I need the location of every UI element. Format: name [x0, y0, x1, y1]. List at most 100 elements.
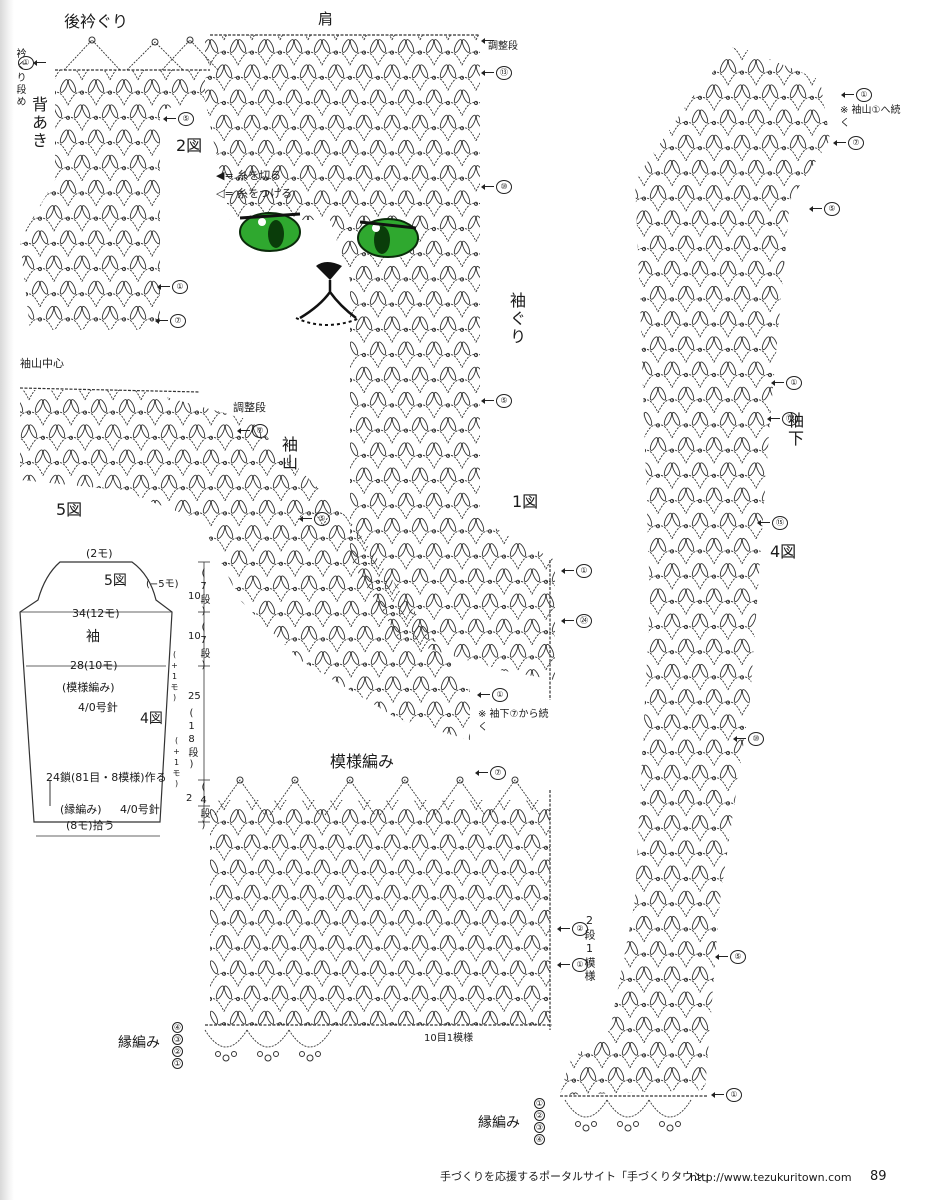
chain-loop [193, 217, 205, 232]
cluster-stitch [285, 291, 295, 305]
picot [530, 247, 533, 250]
cluster-stitch [187, 417, 197, 432]
cluster-stitch [831, 411, 841, 426]
chain-loop [28, 739, 58, 740]
cluster-stitch [537, 890, 547, 905]
cluster-stitch [237, 190, 247, 205]
cluster-stitch [517, 593, 527, 608]
picot [725, 498, 731, 504]
picot [725, 902, 731, 907]
picot [250, 612, 256, 617]
chain-loop [363, 379, 393, 393]
cluster-stitch [87, 230, 97, 245]
cluster-stitch [154, 399, 164, 413]
chain-loop [783, 122, 813, 136]
cluster-stitch [741, 134, 751, 149]
cluster-stitch [369, 39, 379, 53]
chain-loop [811, 172, 830, 187]
cluster-stitch [803, 361, 813, 376]
picot [180, 530, 183, 533]
picot [222, 460, 228, 466]
cluster-stitch [607, 915, 617, 930]
chain-loop [517, 354, 547, 368]
cluster-stitch [537, 391, 547, 406]
chain-loop [182, 462, 212, 476]
picot [560, 650, 563, 655]
cluster-stitch [370, 701, 380, 716]
picot [249, 151, 255, 156]
cluster-stitch [671, 663, 681, 678]
picot [180, 379, 183, 382]
cluster-stitch [237, 643, 247, 658]
chain-loop [140, 487, 170, 501]
cluster-stitch [182, 399, 192, 413]
cluster-stitch [657, 336, 667, 351]
chain-loop [587, 626, 617, 640]
cluster-stitch [573, 84, 583, 99]
picot [852, 323, 855, 326]
cluster-stitch [537, 437, 547, 452]
chain-loop [755, 827, 785, 842]
cluster-stitch [171, 331, 181, 346]
cluster-stitch [53, 205, 63, 219]
chain-loop [405, 303, 435, 318]
picot [221, 302, 227, 307]
picot [529, 302, 535, 307]
picot [473, 554, 479, 559]
picot [529, 554, 535, 559]
cluster-stitch [453, 593, 463, 608]
cluster-stitch [565, 139, 575, 154]
picot [560, 448, 563, 453]
cluster-stitch [188, 424, 198, 439]
cluster-stitch [727, 915, 737, 930]
cluster-stitch [126, 449, 136, 464]
chain-loop [518, 249, 546, 262]
chain-loop [252, 638, 282, 653]
picot [544, 777, 547, 780]
cluster-stitch [671, 311, 681, 325]
cluster-stitch [350, 550, 360, 565]
chain-loop [20, 436, 30, 451]
picot [767, 171, 773, 176]
chain-loop [755, 626, 785, 640]
chain-loop [210, 663, 240, 678]
cluster-stitch [573, 492, 583, 507]
picot [389, 655, 395, 660]
picot [207, 378, 213, 383]
chain-loop [294, 411, 324, 426]
picot [711, 876, 717, 882]
cluster-stitch [461, 240, 471, 255]
chain-loop [336, 739, 366, 740]
picot [586, 706, 589, 709]
chain-loop [741, 651, 771, 665]
chain-loop [629, 147, 659, 161]
picot [669, 700, 675, 705]
chain-loop [53, 167, 83, 181]
chain-loop [643, 172, 673, 187]
cluster-stitch [193, 255, 203, 270]
cluster-stitch [419, 215, 429, 230]
chain-loop [573, 651, 603, 665]
cluster-stitch [238, 449, 248, 464]
chain-loop [840, 72, 868, 85]
picot [560, 700, 563, 705]
cluster-stitch [341, 39, 351, 53]
cluster-stitch [419, 316, 429, 331]
cluster-stitch [545, 139, 555, 154]
cluster-stitch [649, 739, 659, 754]
chain-loop [447, 631, 477, 645]
chain-loop [98, 411, 128, 426]
cluster-stitch [123, 331, 133, 346]
cluster-stitch [839, 815, 849, 830]
cluster-stitch [266, 751, 276, 766]
chain-loop [205, 202, 211, 217]
chain-loop [109, 70, 139, 81]
chain-loop [475, 580, 505, 595]
picot [135, 191, 141, 196]
chain-loop [196, 487, 226, 501]
picot [529, 604, 535, 610]
chain-loop [349, 102, 379, 116]
picot [487, 529, 493, 534]
cluster-stitch [286, 600, 296, 615]
cluster-stitch [719, 260, 729, 275]
